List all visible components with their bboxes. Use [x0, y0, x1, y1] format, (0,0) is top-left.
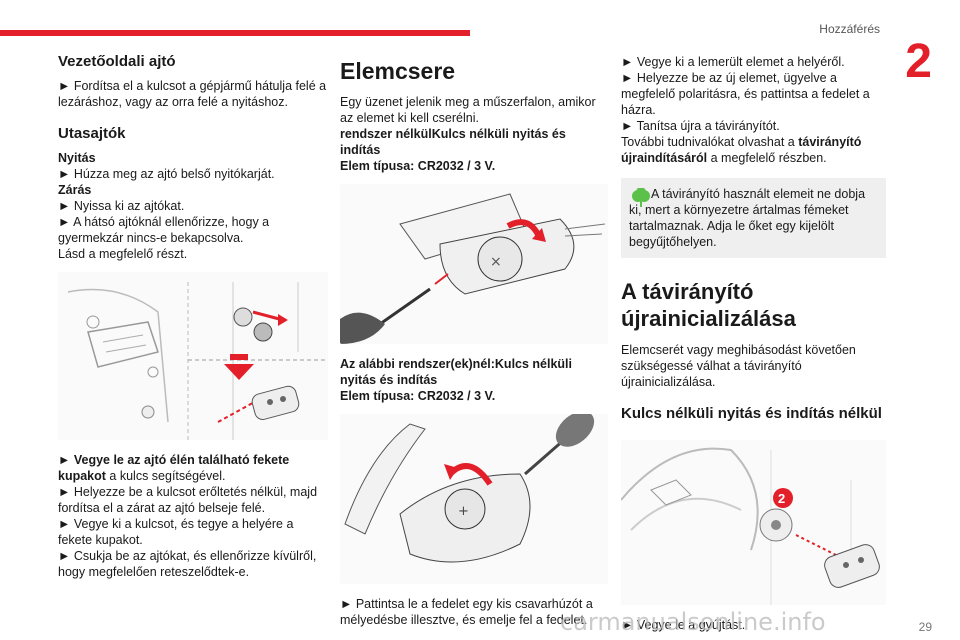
page-number: 29: [918, 620, 932, 634]
paragraph: Lásd a megfelelő részt.: [58, 247, 188, 261]
section-label: Hozzáférés: [819, 22, 880, 36]
chapter-number: 2: [905, 35, 932, 88]
paragraph: Egy üzenet jelenik meg a műszerfalon, am…: [340, 95, 596, 125]
ignition-illustration: 2: [620, 440, 886, 605]
environment-note: A távirányító használt elemeit ne dobja …: [621, 178, 886, 258]
label-opening: Nyitás: [58, 151, 96, 165]
column-1: Vezetőoldali ajtó ► Fordítsa el a kulcso…: [58, 54, 328, 580]
heading-reinit: A távirányító újrainicializálása: [621, 279, 796, 331]
paragraph: ► Helyezze be az új elemet, ügyelve a me…: [621, 71, 870, 117]
text: a kulcs segítségével.: [105, 469, 226, 483]
paragraph-bold: Az alábbi rendszer(ek)nél:Kulcs nélküli …: [340, 357, 573, 387]
key-battery-illustration-1: ×: [340, 184, 608, 344]
paragraph: ► Vegye le a gyújtást.: [621, 618, 746, 632]
svg-text:+: +: [458, 504, 469, 519]
column-2: Elemcsere Egy üzenet jelenik meg a műsze…: [340, 54, 608, 628]
paragraph: ► Nyissa ki az ajtókat.: [58, 199, 185, 213]
paragraph-bold-lead: ► Vegye le az ajtó élén található fekete…: [58, 452, 328, 484]
note-text: A távirányító használt elemeit ne dobja …: [629, 187, 866, 249]
leaf-icon: [632, 188, 650, 207]
key-battery-illustration-2: +: [340, 411, 608, 584]
paragraph: Elemcserét vagy meghibásodást követően s…: [621, 343, 856, 389]
paragraph: ► Helyezze be a kulcsot erőltetés nélkül…: [58, 485, 318, 515]
watermark: carmanualsonline.info: [560, 608, 826, 636]
callout-number: 2: [778, 491, 785, 506]
heading-battery-change: Elemcsere: [340, 58, 456, 84]
paragraph: ► Fordítsa el a kulcsot a gépjármű hátul…: [58, 79, 327, 109]
label-closing: Zárás: [58, 183, 92, 197]
top-accent-bar: [0, 30, 470, 36]
paragraph: ► Vegye ki a kulcsot, és tegye a helyére…: [58, 517, 294, 547]
heading-passenger-doors: Utasajtók: [58, 125, 126, 142]
heading-driver-door: Vezetőoldali ajtó: [58, 53, 176, 70]
paragraph-bold: rendszer nélkülKulcs nélküli nyitás és i…: [340, 127, 566, 157]
battery-type: Elem típusa: CR2032 / 3 V.: [340, 159, 496, 173]
bold-text: ► Vegye le az ajtó élén található fekete…: [58, 453, 290, 483]
heading-keyless: Kulcs nélküli nyitás és indítás nélkül: [621, 405, 882, 422]
paragraph: ► A hátsó ajtóknál ellenőrizze, hogy a g…: [58, 215, 270, 245]
cross-reference: távirányító újraindításáról: [621, 135, 862, 165]
paragraph: ► Húzza meg az ajtó belső nyitókarját.: [58, 167, 275, 181]
paragraph-with-link: További tudnivalókat olvashat a távirány…: [621, 134, 886, 166]
column-3: ► Vegye ki a lemerült elemet a helyéről.…: [620, 54, 886, 633]
paragraph: ► Pattintsa le a fedelet egy kis csavarh…: [340, 597, 593, 627]
text: a megfelelő részben.: [707, 151, 827, 165]
paragraph: ► Csukja be az ajtókat, és ellenőrizze k…: [58, 549, 317, 579]
paragraph: ► Tanítsa újra a távirányítót.: [621, 119, 780, 133]
callout-circle: [773, 488, 793, 508]
door-lock-illustration: [58, 272, 328, 440]
text: További tudnivalókat olvashat a: [621, 135, 799, 149]
paragraph: ► Vegye ki a lemerült elemet a helyéről.: [621, 55, 845, 69]
svg-text:×: ×: [490, 254, 502, 270]
battery-type: Elem típusa: CR2032 / 3 V.: [340, 389, 496, 403]
